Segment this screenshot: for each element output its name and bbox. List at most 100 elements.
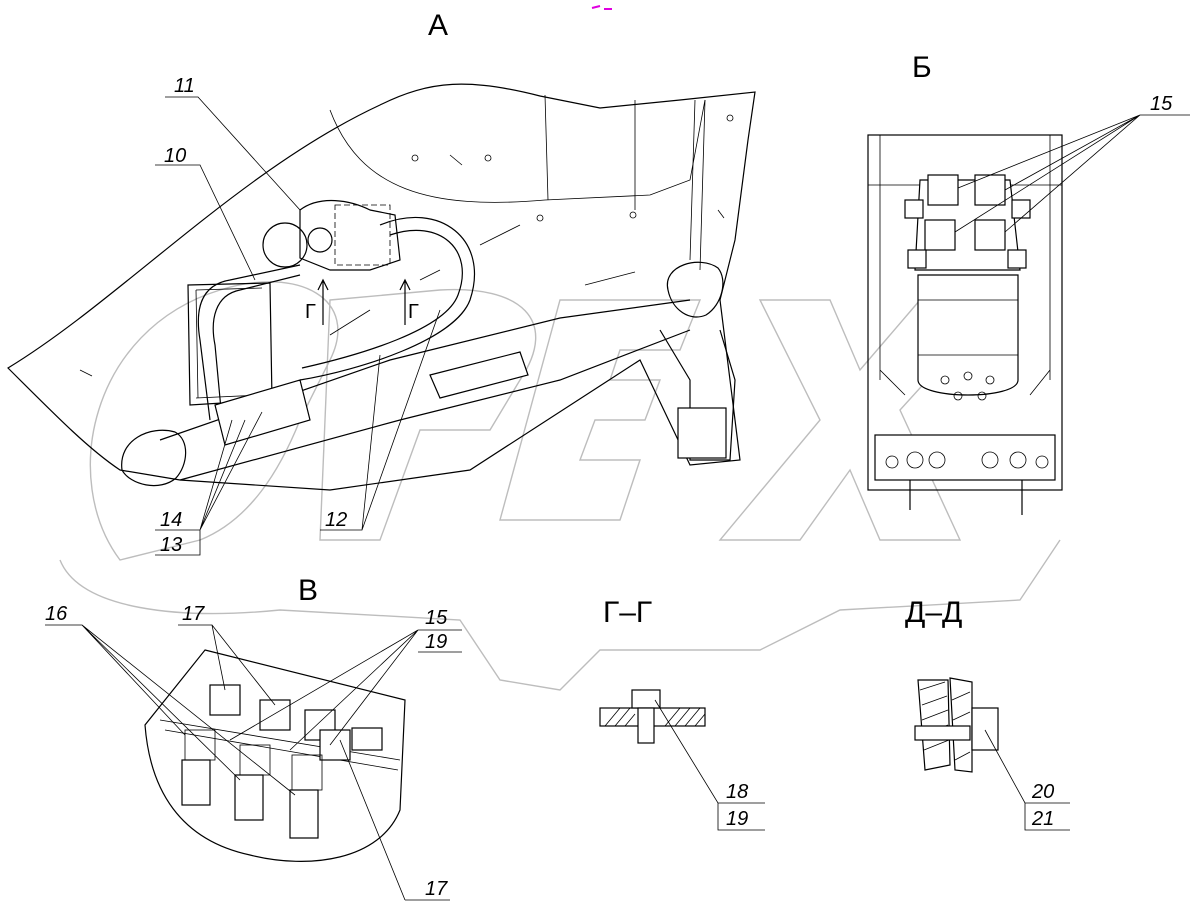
slot-marks xyxy=(79,154,725,377)
leader-17-top xyxy=(178,624,276,706)
fitting-body-2 xyxy=(239,744,271,776)
cylinder-bolt-3 xyxy=(985,375,995,385)
callout-17-top: 17 xyxy=(182,603,205,625)
callout-15-v: 15 xyxy=(425,607,448,629)
plate-hole-6 xyxy=(1035,455,1049,469)
bolt-2 xyxy=(484,154,492,162)
cab-support-post xyxy=(659,329,736,461)
callout-16: 16 xyxy=(45,603,68,625)
callout-12: 12 xyxy=(325,509,347,531)
fitting-side xyxy=(351,727,383,751)
main-beam-lower xyxy=(179,329,691,481)
hose-loop-inner xyxy=(301,229,463,369)
bolt-4 xyxy=(629,211,637,219)
hose-left-2 xyxy=(212,274,301,421)
beam-bracket-right xyxy=(666,261,724,318)
fitting-body-3 xyxy=(291,754,323,791)
section-g-g-title: Г–Г xyxy=(603,596,652,629)
leader-16 xyxy=(45,624,296,796)
callout-19-v: 19 xyxy=(425,631,447,653)
hex-nut-4 xyxy=(974,219,1006,251)
fitting-bottom-2 xyxy=(234,774,264,821)
leader-20-21 xyxy=(984,729,1070,831)
plate-hole-2 xyxy=(906,451,924,469)
section-d-right-part xyxy=(949,677,973,773)
steering-housing xyxy=(299,199,401,271)
side-port-left-bottom xyxy=(907,249,927,269)
fitting-bottom-1 xyxy=(181,759,211,806)
side-port-left-top xyxy=(904,199,924,219)
section-d-d: Д–Д 20 21 xyxy=(905,596,1070,831)
valve-block xyxy=(429,351,529,399)
plate-hole-4 xyxy=(981,451,999,469)
callout-21: 21 xyxy=(1031,808,1054,830)
bolt-3 xyxy=(536,214,544,222)
view-b: Б 15 xyxy=(867,51,1190,515)
steering-cover xyxy=(334,204,391,266)
cylinder-bolt-2 xyxy=(963,371,973,381)
section-g-mark-right: Г xyxy=(408,301,419,323)
cylinder-bolt-1 xyxy=(940,375,950,385)
callout-18: 18 xyxy=(726,781,748,803)
plate-legs xyxy=(909,480,1023,515)
fitting-top-4 xyxy=(319,729,351,761)
view-b-title: Б xyxy=(912,51,932,84)
callout-11: 11 xyxy=(174,75,195,97)
callout-20: 20 xyxy=(1031,781,1054,803)
leader-17-bottom xyxy=(339,739,450,901)
view-a: А Г Г xyxy=(7,9,756,556)
bolt-5 xyxy=(726,114,734,122)
section-g-mark-left: Г xyxy=(305,301,316,323)
hex-nut-3 xyxy=(924,219,956,251)
hose-loop-outer xyxy=(299,216,476,381)
opex-watermark xyxy=(59,281,1061,691)
leader-15-b xyxy=(954,114,1190,233)
cab-inner-panel xyxy=(544,94,706,271)
support-block xyxy=(677,407,727,459)
view-b-frame xyxy=(867,134,1063,491)
view-v-outline xyxy=(144,649,406,862)
view-v-title: В xyxy=(298,574,318,607)
cylinder-bolt-4 xyxy=(953,391,963,401)
steering-shaft xyxy=(307,227,333,253)
view-v-beam xyxy=(159,719,401,771)
section-g-arrow-left xyxy=(317,278,329,325)
leader-13-14 xyxy=(155,411,263,556)
section-g-arrow-right xyxy=(399,278,411,325)
callout-17-bottom: 17 xyxy=(425,878,448,900)
plate-hole-1 xyxy=(885,455,899,469)
fittings-cluster xyxy=(214,379,311,446)
side-port-right-bottom xyxy=(1007,249,1027,269)
leader-10 xyxy=(155,164,256,281)
plate-hole-3 xyxy=(928,451,946,469)
cab-window-line xyxy=(329,99,706,203)
mounting-plate xyxy=(874,434,1056,481)
bolt-head xyxy=(631,689,661,709)
section-d-d-title: Д–Д xyxy=(905,596,962,629)
cylinder-bolt-5 xyxy=(977,391,987,401)
leader-12 xyxy=(320,309,441,531)
callout-19-gg: 19 xyxy=(726,808,748,830)
oil-tank-inner xyxy=(195,287,263,399)
side-port-right-top xyxy=(1011,199,1031,219)
plate-hole-5 xyxy=(1009,451,1027,469)
steering-unit xyxy=(262,222,308,268)
view-a-title: А xyxy=(428,9,448,42)
cylinder-bands xyxy=(918,299,1018,356)
section-g-hatch xyxy=(604,707,706,727)
callout-13: 13 xyxy=(160,534,182,556)
leader-18-19 xyxy=(654,699,765,831)
edit-mark xyxy=(591,5,612,10)
fitting-body-1 xyxy=(184,729,216,761)
beam-bracket-left xyxy=(121,429,187,487)
section-d-left-part xyxy=(917,679,951,771)
steering-cylinder xyxy=(917,274,1019,396)
section-d-pin xyxy=(914,725,971,741)
cab-outline xyxy=(7,83,756,491)
fitting-bottom-3 xyxy=(289,789,319,839)
leader-11 xyxy=(165,96,301,211)
hose-left xyxy=(197,264,301,421)
hex-nut-1 xyxy=(927,174,959,206)
callout-15-b: 15 xyxy=(1150,93,1173,115)
